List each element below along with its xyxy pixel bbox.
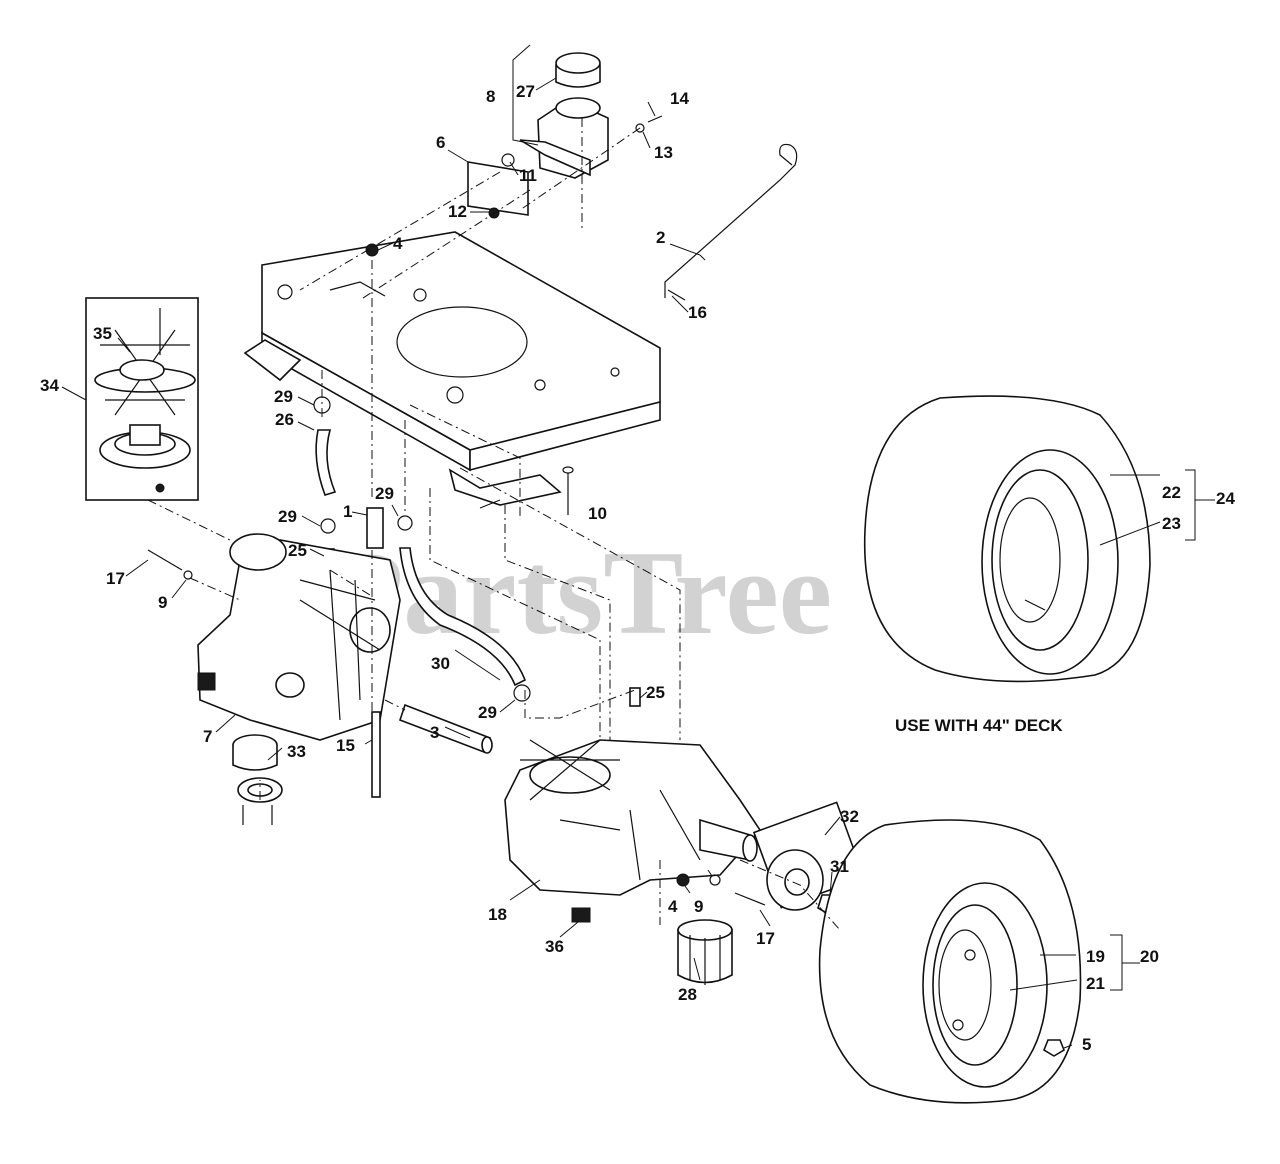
- callout-14: 14: [670, 89, 689, 108]
- wheel-hub: [766, 849, 824, 911]
- callout-29-d: 29: [478, 703, 497, 722]
- callout-35: 35: [93, 324, 112, 343]
- assembly-lines: [147, 118, 841, 931]
- nut-4-right: [676, 873, 690, 887]
- leader-lines: [61, 44, 1215, 1049]
- lug-nut-5: [1043, 1039, 1065, 1057]
- callout-23: 23: [1162, 514, 1181, 533]
- callout-31: 31: [830, 857, 849, 876]
- callout-17-right: 17: [756, 929, 775, 948]
- callout-33: 33: [287, 742, 306, 761]
- callout-16: 16: [688, 303, 707, 322]
- callout-7: 7: [203, 727, 212, 746]
- callout-6: 6: [436, 133, 445, 152]
- callout-9-right: 9: [694, 897, 703, 916]
- left-fan-housing: [232, 734, 278, 771]
- chassis-frame: [243, 231, 661, 506]
- callout-30: 30: [431, 654, 450, 673]
- deck-note: USE WITH 44" DECK: [895, 716, 1063, 735]
- callout-29-a: 29: [274, 387, 293, 406]
- callout-3: 3: [430, 723, 439, 742]
- callout-26: 26: [275, 410, 294, 429]
- left-transmission: [197, 533, 401, 741]
- left-oil-filter-bracket: [237, 777, 283, 803]
- frame-bracket: [467, 161, 529, 216]
- hose-30: [399, 547, 527, 687]
- spacer-tube-3: [398, 703, 492, 754]
- callout-2: 2: [656, 228, 665, 247]
- callout-18: 18: [488, 905, 507, 924]
- callout-32: 32: [840, 807, 859, 826]
- upper-tire: [863, 395, 1151, 683]
- washer-9-right: [709, 874, 721, 886]
- callout-4-top: 4: [393, 234, 403, 253]
- fan-pulley: [99, 424, 191, 469]
- right-transmission: [504, 739, 762, 923]
- washer-13: [635, 123, 645, 133]
- callout-21: 21: [1086, 974, 1105, 993]
- pin-15: [371, 711, 381, 798]
- lower-tire: [818, 819, 1082, 1104]
- hose-26: [315, 429, 337, 496]
- bolt-17-left: [147, 549, 183, 571]
- reservoir-tank: [519, 97, 609, 179]
- reservoir-cap: [555, 52, 601, 88]
- callout-28: 28: [678, 985, 697, 1004]
- watermark-text: PartsTree: [330, 526, 832, 659]
- callout-17-left: 17: [106, 569, 125, 588]
- callout-labels: 1 2 3 4 4 5 6 7 8 9 9 10 11 12 13 14 15 …: [40, 82, 1235, 1054]
- callout-11: 11: [519, 166, 537, 185]
- clamp-29-b: [320, 518, 336, 534]
- callout-34: 34: [40, 376, 59, 395]
- callout-9-left: 9: [158, 593, 167, 612]
- callout-27: 27: [516, 82, 535, 101]
- hairpin-16: [667, 289, 686, 301]
- callout-29-b: 29: [278, 507, 297, 526]
- callout-24: 24: [1216, 489, 1235, 508]
- screw-14: [647, 115, 663, 123]
- callout-5: 5: [1082, 1035, 1091, 1054]
- callout-25-right: 25: [646, 683, 665, 702]
- cooling-fan: [94, 329, 196, 416]
- callout-1: 1: [343, 502, 352, 521]
- fitting-25-b: [629, 687, 641, 707]
- callout-10: 10: [588, 504, 607, 523]
- callout-22: 22: [1162, 483, 1181, 502]
- callout-29-c: 29: [375, 484, 394, 503]
- washer-9-left: [183, 570, 193, 580]
- callout-19: 19: [1086, 947, 1105, 966]
- callout-20: 20: [1140, 947, 1159, 966]
- clamp-29-d: [513, 684, 531, 702]
- fan-nut: [155, 483, 165, 493]
- clamp-29-c: [397, 515, 413, 531]
- callout-25-left: 25: [288, 541, 307, 560]
- oil-filter: [677, 919, 733, 985]
- callout-8: 8: [486, 87, 495, 106]
- lug-stud-17: [734, 892, 766, 906]
- callout-36: 36: [545, 937, 564, 956]
- callout-12: 12: [448, 202, 467, 221]
- fan-assembly-box: [85, 297, 199, 501]
- tube-1: [366, 507, 384, 549]
- bolt-11: [501, 153, 515, 167]
- callout-4-right: 4: [668, 897, 678, 916]
- bypass-rod: [664, 143, 798, 298]
- callout-15: 15: [336, 736, 355, 755]
- callout-13: 13: [654, 143, 673, 162]
